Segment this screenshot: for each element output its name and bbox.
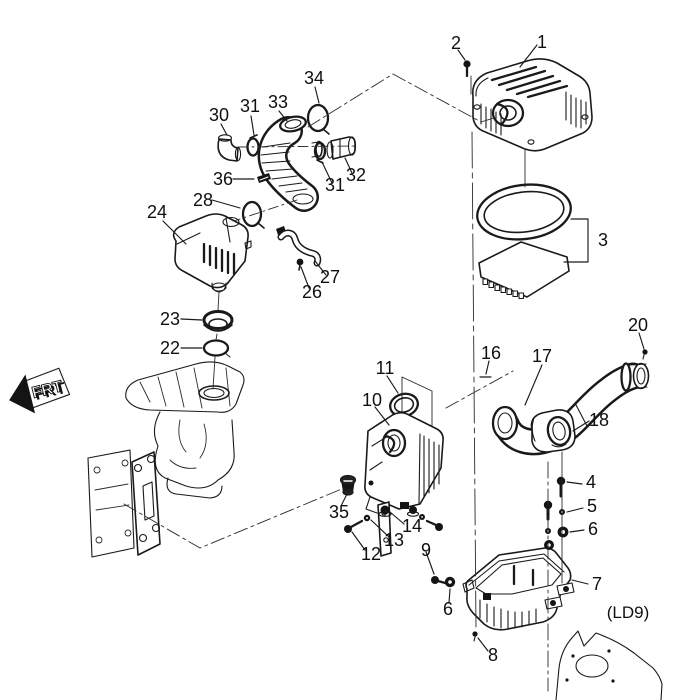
frt-arrow: FRT FRT — [9, 367, 71, 414]
clamp-ring-part-34 — [306, 103, 330, 135]
callout-20: 20 — [628, 315, 648, 335]
resonator-part-24 — [172, 213, 252, 293]
callout-36: 36 — [213, 169, 233, 189]
callout-32: 32 — [346, 165, 366, 185]
grommet-part-35 — [339, 474, 357, 496]
sensor-bolt-part-36 — [257, 173, 271, 183]
fitting-part-32 — [326, 136, 357, 160]
callout-1: 1 — [537, 32, 547, 52]
clamp-screw-part-20 — [642, 349, 648, 360]
callout-labels: 1 2 3 34 33 31 30 36 31 32 28 24 27 26 2… — [147, 32, 648, 665]
callout-6-right: 6 — [588, 519, 598, 539]
engine-code-label: (LD9) — [607, 603, 650, 622]
lower-housing-part-7 — [462, 547, 575, 631]
callout-3: 3 — [598, 230, 608, 250]
callout-6-left: 6 — [443, 599, 453, 619]
clamp-ring-part-28 — [241, 200, 265, 229]
callout-31-lower: 31 — [325, 175, 345, 195]
callout-22: 22 — [160, 338, 180, 358]
grommet-part-6-left — [444, 576, 456, 588]
hose-part-27 — [276, 226, 322, 267]
callout-34: 34 — [304, 68, 324, 88]
clip-part-26 — [296, 258, 304, 271]
callout-13: 13 — [384, 530, 404, 550]
callout-33: 33 — [268, 92, 288, 112]
bolt-part-8 — [472, 631, 478, 642]
clamp-part-31-upper — [246, 134, 260, 157]
body-panel — [555, 630, 663, 700]
callout-10: 10 — [362, 390, 382, 410]
cover-screw-part-2 — [463, 60, 471, 78]
leader-lines — [162, 44, 645, 652]
cover-seal-part-3 — [476, 183, 572, 241]
callout-5: 5 — [587, 496, 597, 516]
callout-4: 4 — [586, 472, 596, 492]
callout-35: 35 — [329, 502, 349, 522]
callout-24: 24 — [147, 202, 167, 222]
callout-31-upper: 31 — [240, 96, 260, 116]
callout-27: 27 — [320, 267, 340, 287]
callout-26: 26 — [302, 282, 322, 302]
resonator-axis-line — [212, 291, 220, 390]
air-cleaner-cover-part-1 — [471, 58, 593, 152]
grommet-part-23 — [202, 310, 234, 332]
inlet-elbow-part-30 — [217, 134, 242, 162]
callout-11: 11 — [376, 358, 395, 378]
callout-18: 18 — [589, 410, 609, 430]
duct-fitting-part-18 — [530, 409, 576, 453]
callout-28: 28 — [193, 190, 213, 210]
outlet-duct-part-17 — [491, 362, 650, 456]
air-cleaner-housing-part-10 — [364, 411, 444, 557]
callout-30: 30 — [209, 105, 229, 125]
callout-8: 8 — [488, 645, 498, 665]
intake-manifold — [87, 361, 245, 558]
callout-14: 14 — [402, 516, 422, 536]
filter-element-part-3 — [478, 241, 570, 300]
bolt-washer-grommet-stack-4-5-6 — [543, 476, 569, 550]
seal-ring-part-22 — [202, 339, 231, 358]
stud-hardware-12-13-14 — [344, 505, 443, 533]
callout-16: 16 — [481, 343, 501, 363]
callout-9: 9 — [421, 540, 431, 560]
callout-17: 17 — [532, 346, 552, 366]
part-3-bracket — [563, 218, 589, 263]
construction-lines — [123, 73, 563, 692]
callout-23: 23 — [160, 309, 180, 329]
callout-7: 7 — [592, 574, 602, 594]
callout-12: 12 — [361, 544, 381, 564]
callout-2: 2 — [451, 33, 461, 53]
